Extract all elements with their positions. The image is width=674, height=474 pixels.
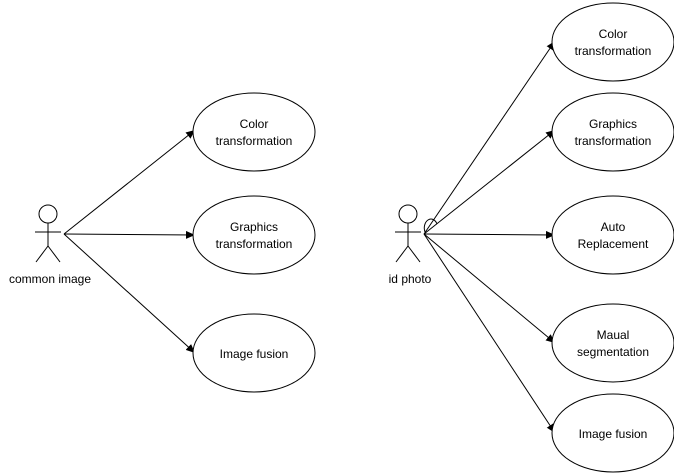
actor-id-photo: id photo [389, 204, 438, 286]
association-arrow [63, 233, 196, 354]
use-case-label: transformation [575, 134, 652, 148]
actor-left-leg [395, 245, 409, 263]
use-case-id-auto-replacement[interactable]: Auto Replacement [551, 195, 674, 275]
use-case-label: Color [240, 117, 269, 131]
association-arrow [423, 40, 556, 235]
use-case-label: transformation [216, 134, 293, 148]
association-arrow [423, 233, 556, 434]
associations-common-image [63, 129, 196, 354]
actor-head [398, 204, 418, 224]
use-case-id-color-transformation[interactable]: Color transformation [551, 2, 674, 82]
actor-left-leg [35, 245, 49, 263]
use-case-common-image-fusion[interactable]: Image fusion [192, 313, 316, 393]
association-arrow [423, 233, 556, 344]
use-case-label: Graphics [589, 117, 637, 131]
use-case-label: Image fusion [579, 427, 648, 441]
association-arrow [63, 230, 196, 239]
associations-id-photo [423, 40, 556, 434]
actor-right-leg [47, 245, 61, 263]
use-case-label: Graphics [230, 220, 278, 234]
use-case-label: Replacement [578, 237, 649, 251]
use-case-common-color-transformation[interactable]: Color transformation [192, 92, 316, 172]
use-case-id-image-fusion[interactable]: Image fusion [551, 393, 674, 473]
actor-label-id-photo: id photo [389, 272, 432, 286]
actor-head [38, 204, 58, 224]
use-case-label: transformation [216, 237, 293, 251]
association-arrow [423, 129, 556, 235]
actor-connector-arc [423, 218, 438, 233]
use-case-id-manual-segmentation[interactable]: Maual segmentation [551, 303, 674, 383]
use-case-label: segmentation [577, 345, 649, 359]
use-case-label: transformation [575, 44, 652, 58]
use-case-label: Maual [597, 328, 630, 342]
use-case-label: Image fusion [220, 347, 289, 361]
association-arrow [423, 230, 556, 239]
association-arrow [63, 129, 196, 235]
use-case-common-graphics-transformation[interactable]: Graphics transformation [192, 195, 316, 275]
actor-label-common-image: common image [9, 272, 91, 286]
use-case-id-graphics-transformation[interactable]: Graphics transformation [551, 92, 674, 172]
actor-right-leg [407, 245, 421, 263]
use-case-label: Color [599, 27, 628, 41]
actor-common-image: common image [9, 204, 91, 286]
use-case-label: Auto [601, 220, 626, 234]
